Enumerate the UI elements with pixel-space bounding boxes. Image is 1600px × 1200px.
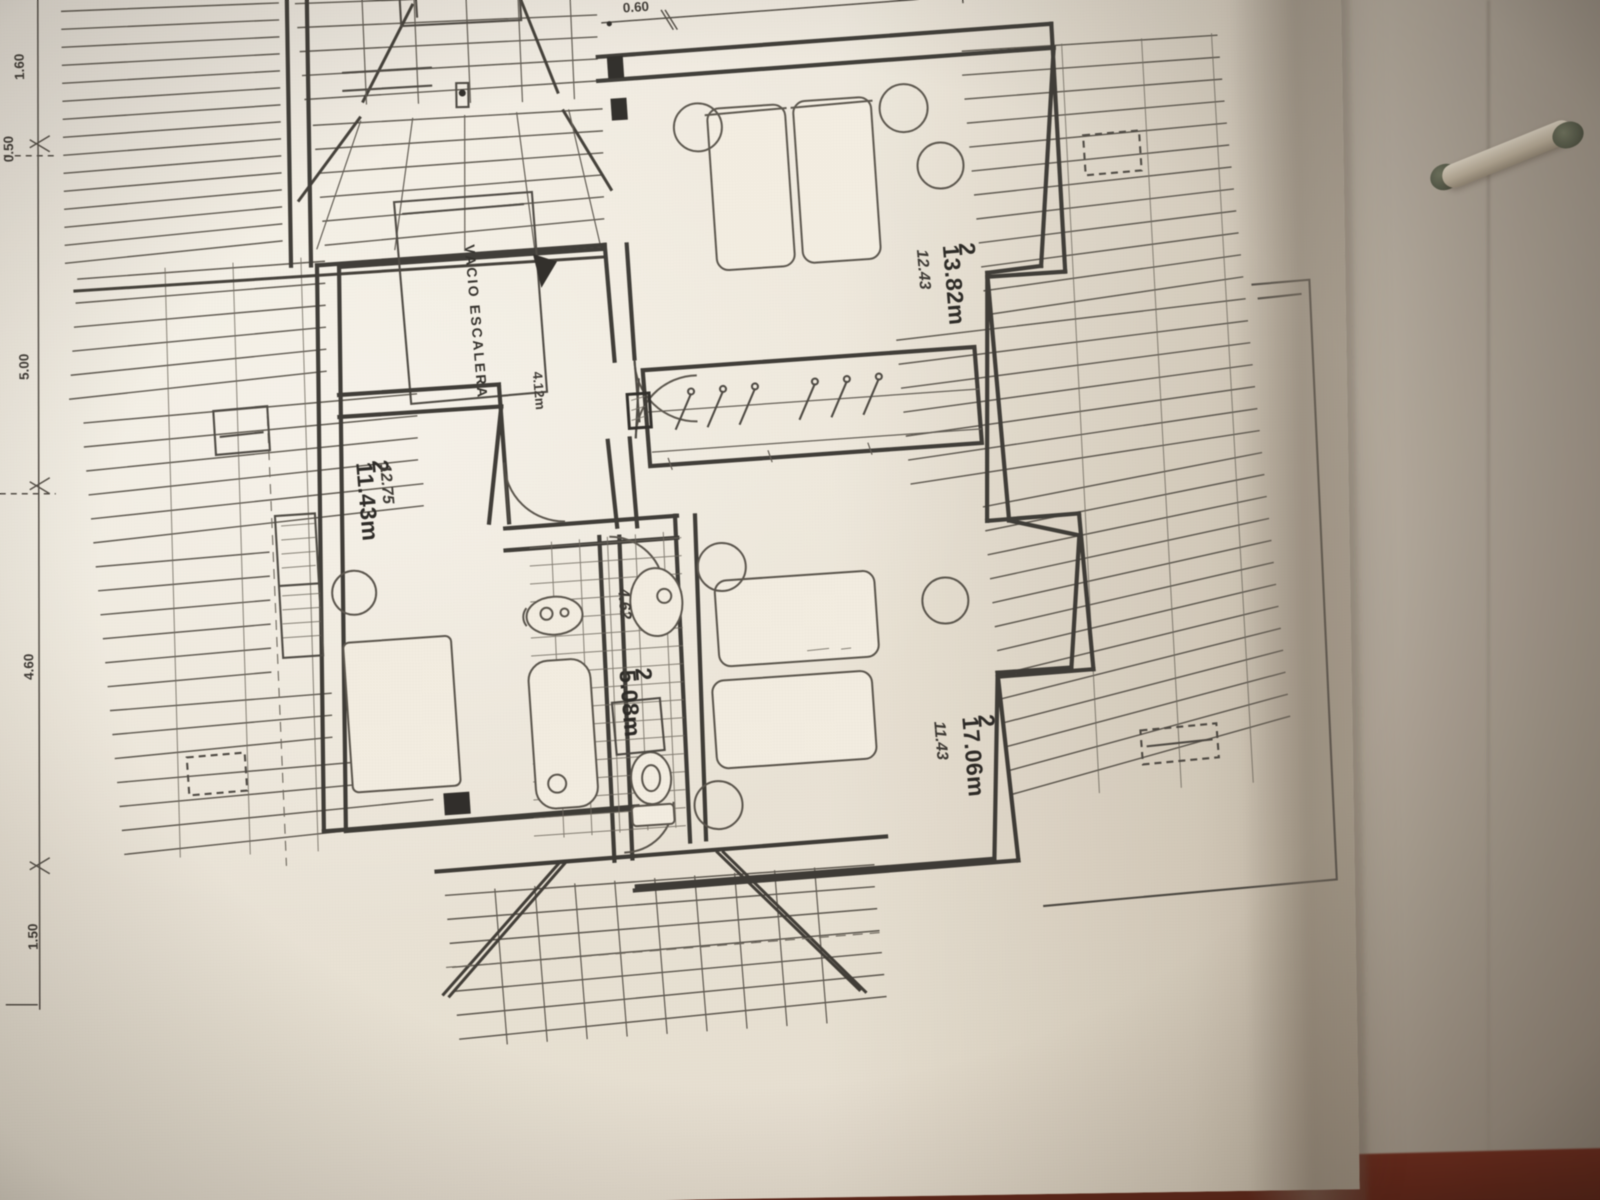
book-gutter-shadow xyxy=(1227,0,1368,1200)
wall-clip-object xyxy=(1426,116,1588,195)
plan-page: 1.60 0.50 5.00 4.60 1.50 3.5 0.60 3.75 1… xyxy=(0,0,1368,1200)
paper-texture xyxy=(0,0,1360,1200)
